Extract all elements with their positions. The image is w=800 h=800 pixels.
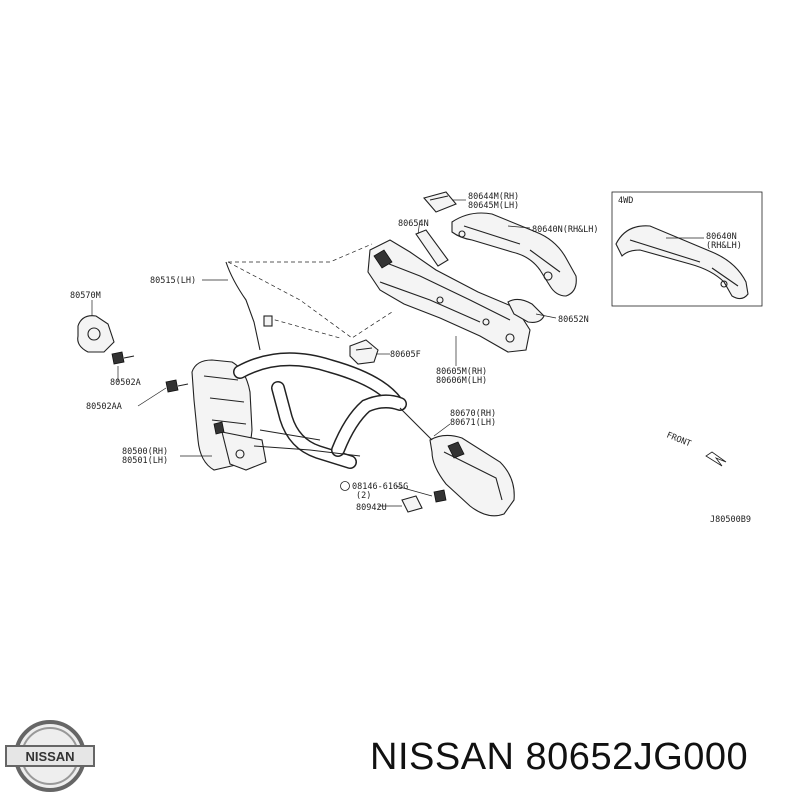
leader-lines [91, 199, 704, 507]
label-80502aa: 80502AA [86, 402, 122, 412]
diagram-code: J80500B9 [710, 515, 751, 525]
label-80654n: 80654N [398, 219, 429, 229]
label-80652n: 80652N [558, 315, 589, 325]
label-80515: 80515(LH) [150, 276, 196, 286]
label-80670: 80670(RH) [450, 409, 496, 419]
clip-80942u [401, 495, 423, 513]
cable-hoses [233, 352, 407, 469]
label-80640n-inset: 80640N [706, 232, 737, 242]
front-arrow-icon [705, 451, 727, 467]
bolt-08146 [433, 489, 447, 503]
inside-handle-80670 [399, 407, 515, 517]
label-80645m: 80645M(LH) [468, 201, 519, 211]
brand-area: NISSAN [5, 720, 95, 792]
assembly-dashed-lines [227, 243, 393, 339]
label-80640n-main: 80640N(RH&LH) [532, 225, 599, 235]
rod-80515 [225, 261, 273, 351]
striker-80570m [77, 315, 115, 353]
part-number-caption: NISSAN 80652JG000 [370, 736, 749, 778]
label-08146-qty: (2) [356, 491, 371, 501]
front-indicator: FRONT [665, 431, 727, 467]
escutcheon-80644m [423, 191, 457, 213]
handle-bracket-80605m [367, 239, 531, 353]
label-80502a: 80502A [110, 378, 141, 388]
nissan-logo-text: NISSAN [25, 749, 74, 764]
label-80605m: 80605M(RH) [436, 367, 487, 377]
label-80501: 80501(LH) [122, 456, 168, 466]
nissan-logo: NISSAN [5, 720, 95, 792]
label-80605f: 80605F [390, 350, 421, 360]
door-lock-actuator-80500 [191, 359, 267, 471]
4wd-inset-box [611, 191, 763, 307]
label-80500: 80500(RH) [122, 447, 168, 457]
gasket-80654n [415, 229, 449, 267]
label-80606m: 80606M(LH) [436, 376, 487, 386]
cap-80652n [507, 298, 545, 323]
bolt-80502a [111, 351, 135, 365]
label-4wd: 4WD [618, 196, 633, 206]
label-80570m: 80570M [70, 291, 101, 301]
outside-handle-4wd [615, 225, 749, 300]
bolt-symbol-b [340, 481, 350, 491]
label-80671: 80671(LH) [450, 418, 496, 428]
label-80942u: 80942U [356, 503, 387, 513]
label-80640n-inset-rhlh: (RH&LH) [706, 241, 742, 251]
front-label: FRONT [665, 431, 692, 450]
bolt-80502aa [165, 379, 189, 393]
label-08146: 08146-6165G [352, 482, 408, 492]
label-80644m: 80644M(RH) [468, 192, 519, 202]
clip-80605f [349, 339, 379, 365]
outside-handle-80640n [451, 212, 577, 297]
